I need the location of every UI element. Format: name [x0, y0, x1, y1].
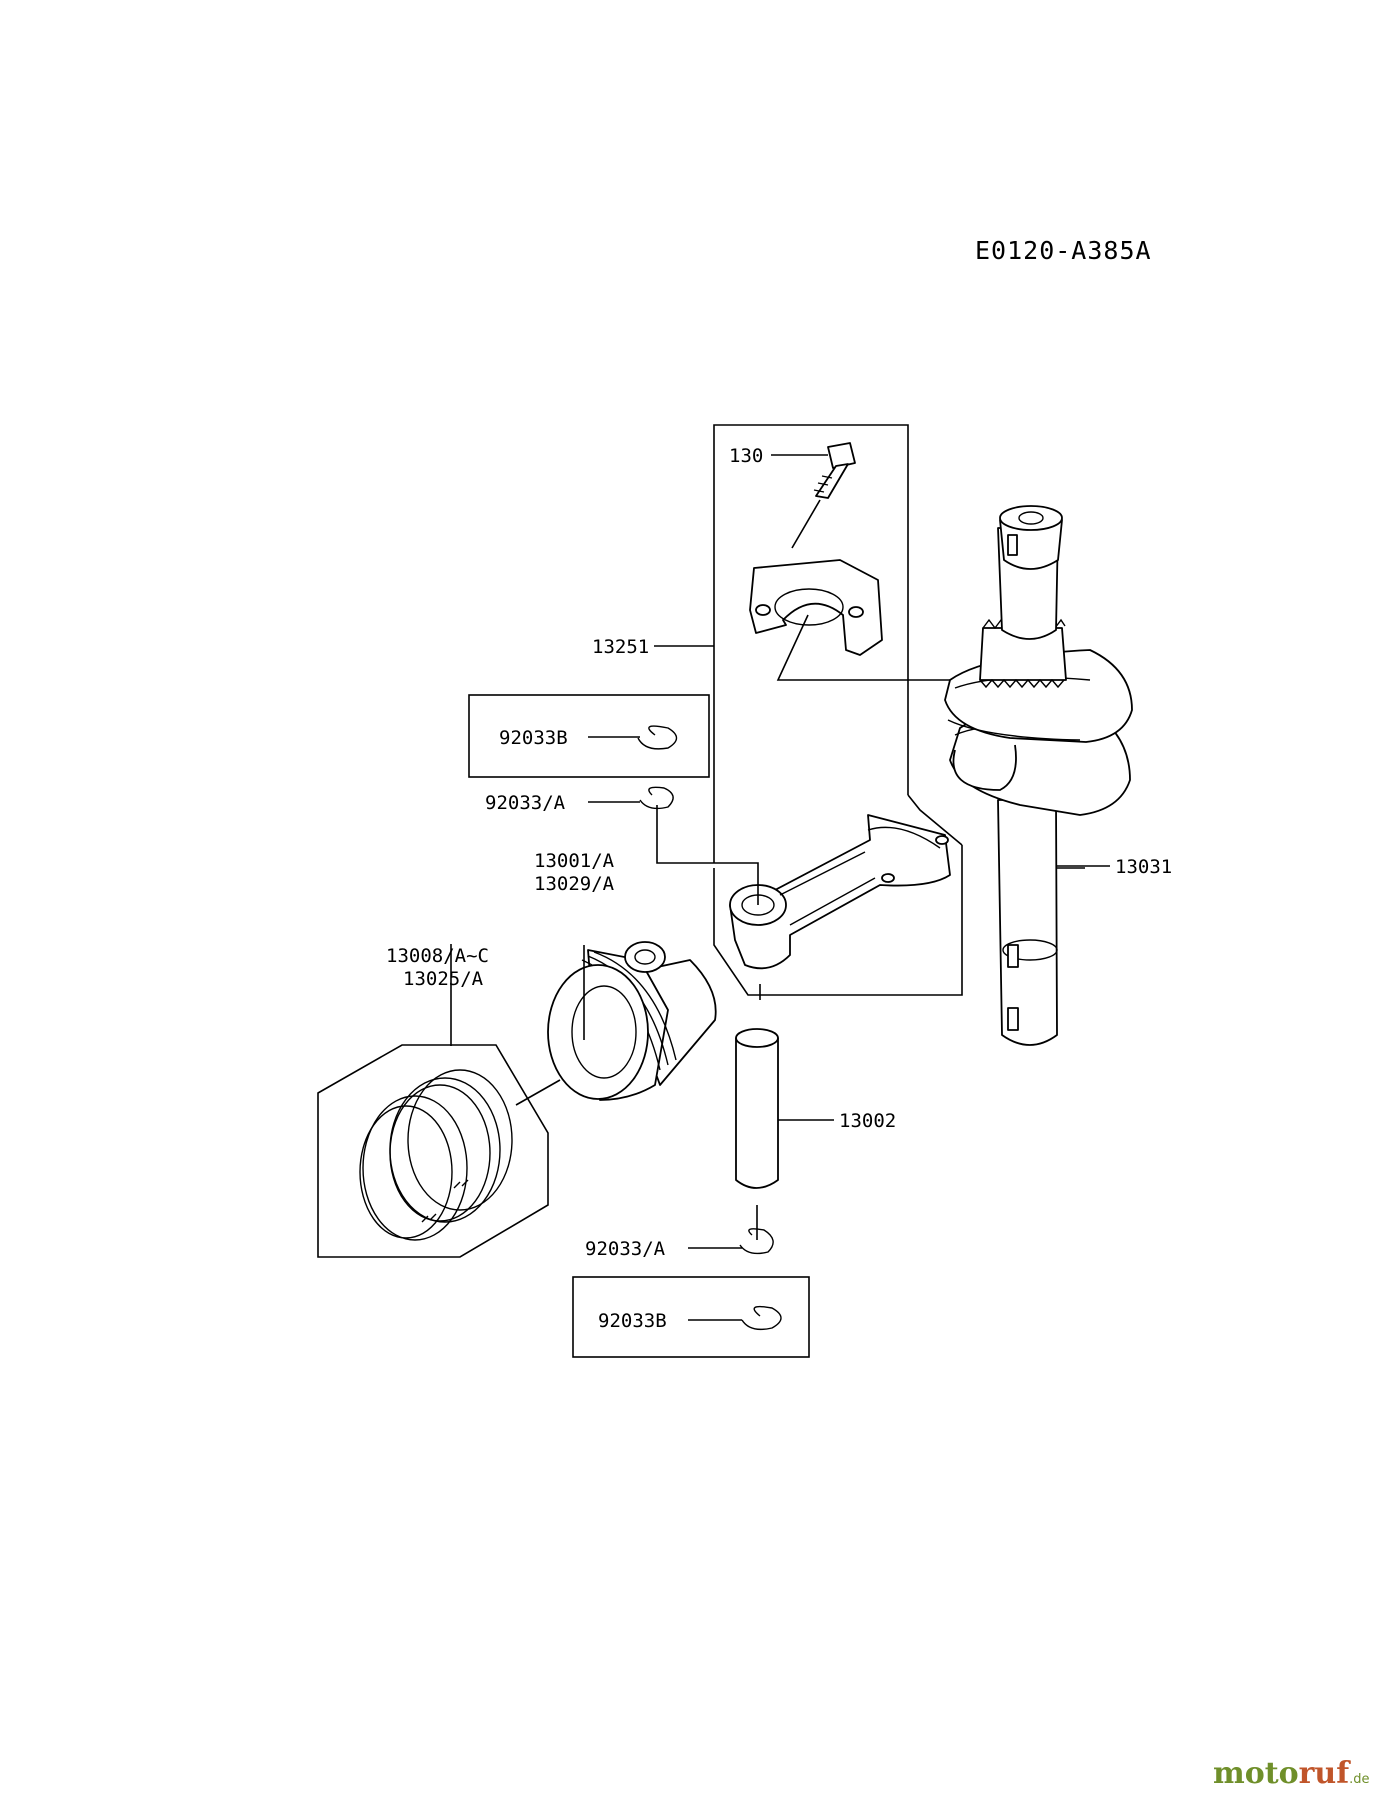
label-clip-b-top: 92033B — [499, 727, 568, 749]
crankshaft-part — [944, 505, 1133, 1046]
connecting-rod-part — [656, 805, 951, 1000]
watermark-suffix: .de — [1349, 1772, 1369, 1787]
label-clip-b-bottom: 92033B — [598, 1310, 667, 1332]
label-clip-a-bottom: 92033/A — [585, 1238, 666, 1260]
piston-rings-group — [317, 944, 549, 1258]
bolt-part — [791, 442, 856, 549]
clip-b-bottom-box — [572, 1276, 810, 1358]
label-pin: 13002 — [839, 1110, 896, 1132]
label-crankshaft: 13031 — [1115, 856, 1172, 878]
piston-pin-part — [735, 1028, 834, 1240]
clip-a-top — [588, 786, 674, 810]
label-rings-1: 13008/A~C — [386, 945, 489, 967]
watermark-part-b: ruf — [1299, 1756, 1352, 1791]
clip-b-top-box — [468, 694, 710, 778]
label-piston-1: 13001/A — [534, 850, 615, 872]
connecting-rod-group-bracket — [713, 424, 963, 996]
label-rings-2: 13025/A — [403, 968, 484, 990]
piston-part — [515, 941, 717, 1106]
diagram-code: E0120-A385A — [975, 236, 1152, 265]
clip-a-bottom — [688, 1228, 774, 1255]
label-bearing-cap: 13251 — [592, 636, 649, 658]
bearing-cap-part — [749, 559, 992, 681]
label-bolt: 130 — [729, 445, 763, 467]
watermark-part-a: moto — [1213, 1756, 1299, 1791]
watermark-logo: motoruf.de — [1213, 1756, 1370, 1791]
label-clip-a-top: 92033/A — [485, 792, 566, 814]
label-piston-2: 13029/A — [534, 873, 615, 895]
svg-text:motoruf.de: motoruf.de — [1213, 1756, 1370, 1791]
